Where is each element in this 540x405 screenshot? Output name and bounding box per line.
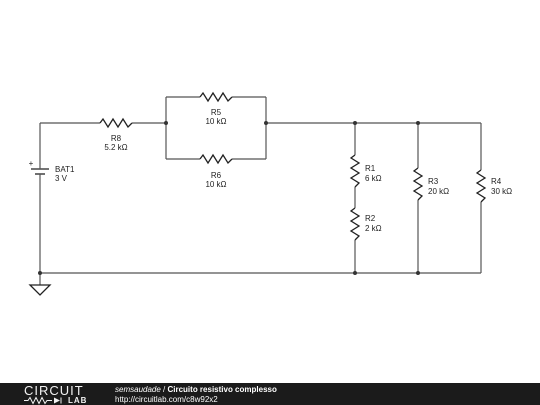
logo-text-lab: LAB [68, 396, 88, 405]
ground-icon [28, 284, 52, 296]
logo-text-circuit: CIRCUIT [24, 383, 84, 398]
r6-value-label: 10 kΩ [205, 180, 226, 189]
resistor-zigzag-icon [199, 91, 233, 103]
title-separator: / [160, 385, 168, 394]
r8-name-label: R8 [111, 134, 122, 143]
junctions [38, 121, 420, 275]
r3-value-label: 20 kΩ [428, 187, 449, 196]
bat1-value-label: 3 V [55, 174, 68, 183]
resistor-r8[interactable]: R8 5.2 kΩ [99, 117, 133, 152]
r5-value-label: 10 kΩ [205, 117, 226, 126]
resistor-r6[interactable]: R6 10 kΩ [199, 153, 233, 189]
r1-name-label: R1 [365, 164, 376, 173]
r2-name-label: R2 [365, 214, 376, 223]
wires [39, 96, 482, 285]
resistor-zigzag-icon [199, 153, 233, 165]
r1-value-label: 6 kΩ [365, 174, 382, 183]
r2-value-label: 2 kΩ [365, 224, 382, 233]
junction-dot [264, 121, 268, 125]
resistor-r3[interactable]: R3 20 kΩ [412, 167, 449, 201]
resistor-r4[interactable]: R4 30 kΩ [475, 169, 512, 203]
circuitlab-logo[interactable]: CIRCUIT LAB [24, 383, 96, 405]
circuit-schematic: + BAT1 3 V R8 5.2 kΩ R5 10 kΩ R6 10 kΩ R… [28, 91, 512, 296]
r8-value-label: 5.2 kΩ [104, 143, 127, 152]
footer-title-line: semsaudade / Circuito resistivo compless… [115, 385, 277, 395]
battery-plus-sign: + [29, 159, 34, 168]
author-link[interactable]: semsaudade [115, 385, 161, 394]
resistor-zigzag-icon [99, 117, 133, 129]
r5-name-label: R5 [211, 108, 222, 117]
junction-dot [353, 271, 357, 275]
junction-dot [353, 121, 357, 125]
resistor-r5[interactable]: R5 10 kΩ [199, 91, 233, 126]
r4-value-label: 30 kΩ [491, 187, 512, 196]
r6-name-label: R6 [211, 171, 222, 180]
resistor-r1[interactable]: R1 6 kΩ [349, 154, 382, 188]
r3-name-label: R3 [428, 177, 439, 186]
resistor-zigzag-icon [349, 207, 361, 241]
junction-dot [416, 121, 420, 125]
resistor-zigzag-icon [349, 154, 361, 188]
footer-bar: CIRCUIT LAB semsaudade / Circuito resist… [0, 383, 540, 405]
circuit-url[interactable]: http://circuitlab.com/c8w92x2 [115, 395, 218, 404]
battery-bat1[interactable]: + BAT1 3 V [29, 159, 75, 183]
resistor-zigzag-icon [412, 167, 424, 201]
bat1-name-label: BAT1 [55, 165, 75, 174]
footer-caption: semsaudade / Circuito resistivo compless… [115, 385, 277, 405]
junction-dot [38, 271, 42, 275]
resistor-zigzag-icon [475, 169, 487, 203]
ground-symbol [28, 284, 52, 296]
junction-dot [164, 121, 168, 125]
r4-name-label: R4 [491, 177, 502, 186]
resistor-r2[interactable]: R2 2 kΩ [349, 207, 382, 241]
junction-dot [416, 271, 420, 275]
logo-wave-icon [24, 396, 62, 405]
circuit-title: Circuito resistivo complesso [167, 385, 277, 394]
